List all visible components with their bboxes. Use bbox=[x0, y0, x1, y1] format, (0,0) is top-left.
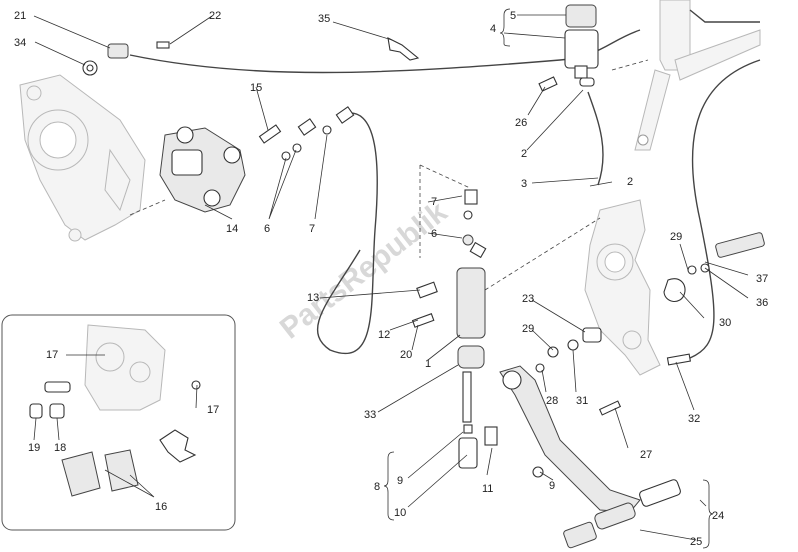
brake-fluid-reservoir bbox=[538, 4, 599, 92]
callout-4: 4 bbox=[490, 23, 496, 35]
callout-29b: 29 bbox=[522, 323, 534, 335]
callout-20: 20 bbox=[400, 349, 412, 361]
callout-labels: 21 22 34 35 5 4 15 26 2 3 2 14 6 7 7 6 1… bbox=[14, 10, 768, 548]
callout-16: 16 bbox=[155, 501, 167, 513]
callout-10: 10 bbox=[394, 507, 406, 519]
sensor-cable-2 bbox=[689, 9, 760, 23]
stop-light-switch bbox=[82, 41, 170, 76]
callout-37: 37 bbox=[756, 273, 768, 285]
dashed-guide-3 bbox=[484, 217, 601, 291]
callout-29a: 29 bbox=[670, 231, 682, 243]
callout-26: 26 bbox=[515, 117, 527, 129]
rear-brake-hose bbox=[317, 112, 378, 355]
callout-7a: 7 bbox=[309, 223, 315, 235]
callout-9a: 9 bbox=[397, 475, 403, 487]
rear-caliper-bracket bbox=[19, 74, 146, 242]
leader-lines bbox=[33, 14, 749, 541]
callout-33: 33 bbox=[364, 409, 376, 421]
callout-1: 1 bbox=[425, 358, 431, 370]
callout-30: 30 bbox=[719, 317, 731, 329]
callout-3: 3 bbox=[521, 178, 527, 190]
callout-25: 25 bbox=[690, 536, 702, 548]
dashed-guide-4 bbox=[129, 199, 166, 216]
callout-7b: 7 bbox=[431, 196, 437, 208]
callout-32: 32 bbox=[688, 413, 700, 425]
callout-5: 5 bbox=[510, 10, 516, 22]
callout-18: 18 bbox=[54, 442, 66, 454]
callout-19: 19 bbox=[28, 442, 40, 454]
inset-caliper bbox=[29, 324, 201, 497]
rear-master-cylinder bbox=[411, 189, 498, 469]
banjo-fittings bbox=[258, 106, 355, 161]
bracket-4 bbox=[499, 8, 511, 47]
callout-14: 14 bbox=[226, 223, 238, 235]
callout-27: 27 bbox=[640, 449, 652, 461]
inset-panel bbox=[1, 314, 236, 531]
callout-12: 12 bbox=[378, 329, 390, 341]
frame-tube bbox=[634, 0, 761, 151]
callout-6a: 6 bbox=[264, 223, 270, 235]
callout-21: 21 bbox=[14, 10, 26, 22]
callout-2a: 2 bbox=[521, 148, 527, 160]
callout-17b: 17 bbox=[207, 404, 219, 416]
callout-35: 35 bbox=[318, 13, 330, 25]
callout-13: 13 bbox=[307, 292, 319, 304]
callout-2b: 2 bbox=[627, 176, 633, 188]
callout-34: 34 bbox=[14, 37, 26, 49]
callout-6b: 6 bbox=[431, 228, 437, 240]
brake-pedal bbox=[499, 363, 681, 549]
bracket-8 bbox=[383, 451, 395, 521]
rear-brake-caliper bbox=[159, 126, 246, 213]
stop-light-cable bbox=[129, 29, 641, 74]
callout-8: 8 bbox=[374, 481, 380, 493]
callout-24: 24 bbox=[712, 510, 724, 522]
callout-17a: 17 bbox=[46, 349, 58, 361]
dashed-guide-5 bbox=[611, 59, 649, 71]
pedal-pivot-parts bbox=[547, 232, 765, 366]
dashed-guide-2 bbox=[419, 164, 471, 189]
callout-15: 15 bbox=[250, 82, 262, 94]
callout-9b: 9 bbox=[549, 480, 555, 492]
callout-31: 31 bbox=[576, 395, 588, 407]
callout-36: 36 bbox=[756, 297, 768, 309]
callout-23: 23 bbox=[522, 293, 534, 305]
reservoir-hose bbox=[587, 91, 604, 186]
bracket-24 bbox=[702, 479, 714, 549]
sensor-cable bbox=[689, 59, 761, 359]
callout-11: 11 bbox=[482, 483, 493, 495]
callout-28: 28 bbox=[546, 395, 558, 407]
callout-22: 22 bbox=[209, 10, 221, 22]
rear-frame-plate bbox=[584, 199, 661, 376]
hose-clip bbox=[387, 37, 420, 61]
